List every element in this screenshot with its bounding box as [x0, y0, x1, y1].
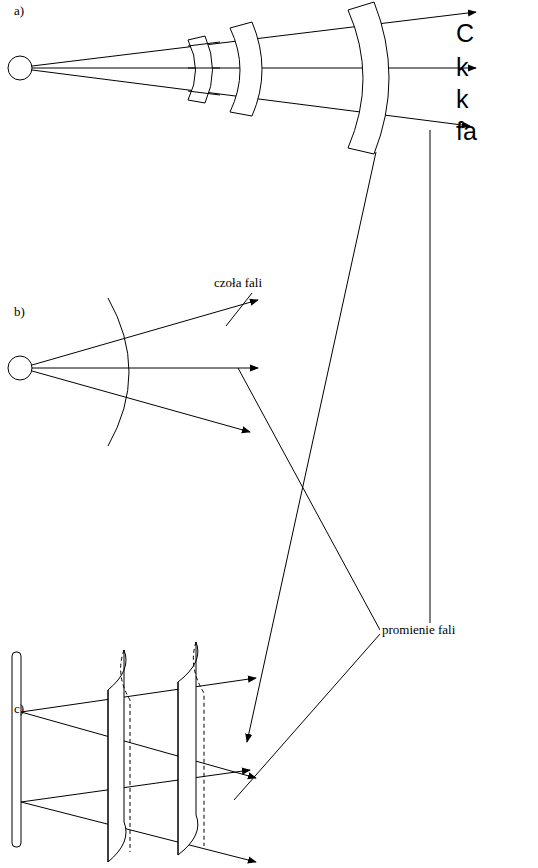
leader-lines: [226, 130, 430, 800]
wave-rays-b: [32, 300, 258, 432]
ray-label: promienie fali: [380, 623, 457, 637]
wave-rays-c: [21, 678, 256, 862]
cylindrical-wavefronts: [108, 642, 204, 862]
slide-text: k: [456, 54, 469, 82]
slide-text: fa: [456, 118, 477, 146]
slide-text: k: [456, 86, 469, 114]
wavefront-patches-a: [188, 2, 389, 154]
wave-rays-a: [32, 12, 476, 126]
panel-letter: b): [14, 305, 25, 319]
point-source: [8, 56, 32, 80]
wave-rays-a-over: [188, 42, 220, 95]
point-source: [8, 356, 32, 380]
slide-text: C: [456, 20, 474, 48]
panel-letter: c): [14, 702, 24, 716]
wavefront-arc: [108, 298, 129, 446]
line-source: [12, 652, 21, 847]
wavefront-label: czoła fali: [212, 276, 264, 290]
panel-letter: a): [14, 4, 24, 18]
